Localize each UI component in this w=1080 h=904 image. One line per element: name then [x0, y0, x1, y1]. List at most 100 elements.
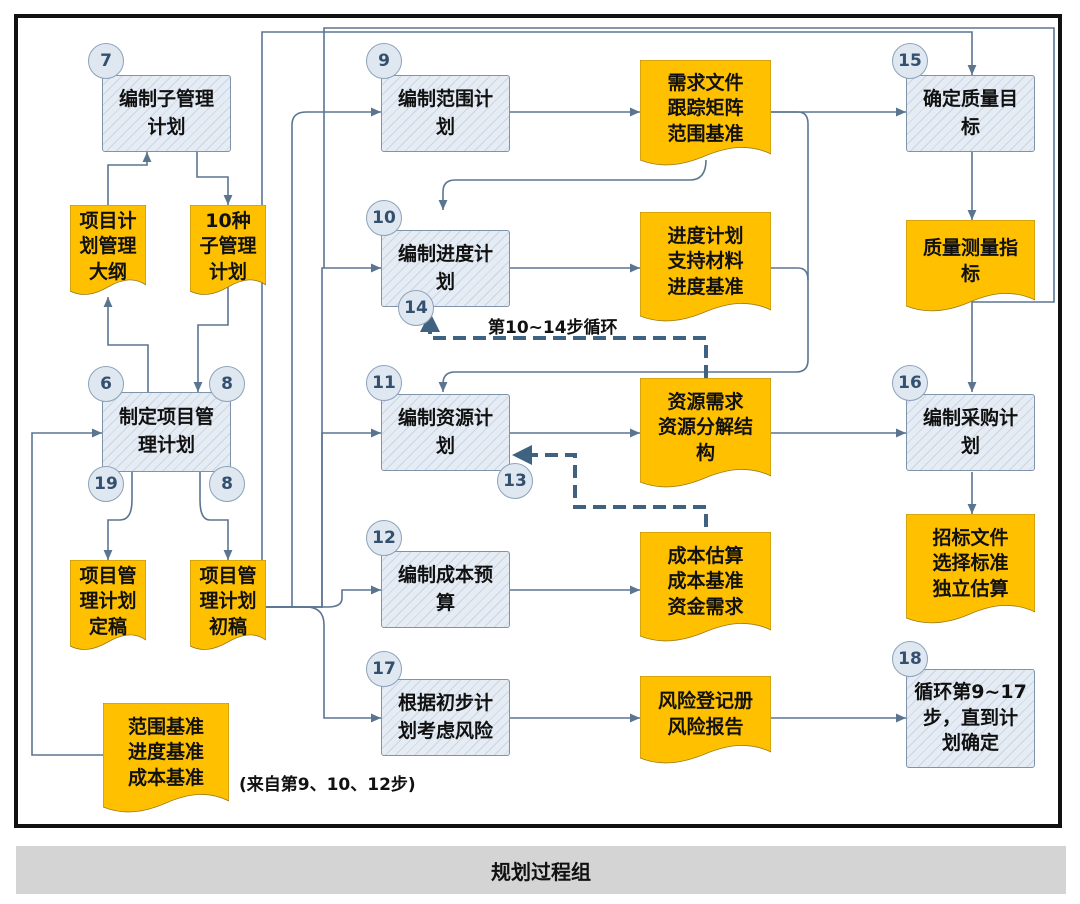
document-procurement-outputs: 招标文件选择标准独立估算	[906, 514, 1035, 626]
process-7-sub-plans: 编制子管理计划	[102, 75, 231, 152]
process-16-line-2: 划	[960, 434, 980, 457]
process-10-line-1: 编制进度计	[397, 242, 493, 265]
document-resource-outputs: 资源需求资源分解结构	[640, 378, 771, 490]
document-scope-outputs: 需求文件跟踪矩阵范围基准	[640, 60, 771, 168]
final-line-1: 项目管	[79, 564, 137, 587]
scope-line-3: 范围基准	[667, 122, 744, 145]
step-badge-13: 13	[497, 463, 533, 499]
procure-line-2: 选择标准	[932, 552, 1009, 575]
step-badge-17: 17	[366, 651, 402, 687]
loop-arrow-cost-to-11	[512, 445, 708, 527]
scope-line-1: 需求文件	[667, 71, 744, 94]
procure-line-1: 招标文件	[932, 526, 1009, 549]
step-badge-16: 16	[892, 365, 928, 401]
process-6-line-1: 制定项目管	[118, 406, 214, 429]
baselines-line-1: 范围基准	[127, 715, 204, 738]
connector-draft-to-17	[262, 606, 381, 723]
process-12-line-2: 算	[435, 591, 455, 614]
loop-label: 第10~14步循环	[488, 318, 618, 338]
connector-6-to-outline	[103, 297, 149, 392]
step-badge-8-bottom: 8	[209, 466, 245, 502]
step-badge-10: 10	[366, 200, 402, 236]
connector-baselines-to-6	[31, 428, 103, 756]
schedule-line-3: 进度基准	[667, 275, 744, 298]
document-baselines: 范围基准进度基准成本基准	[103, 703, 229, 815]
outline-line-2: 划管理	[79, 235, 137, 258]
draft-line-2: 理计划	[199, 590, 257, 613]
outline-line-3: 大纲	[88, 260, 127, 283]
process-16-procurement: 编制采购计划	[906, 394, 1035, 471]
document-quality-metrics: 质量测量指标	[906, 220, 1035, 314]
process-17-risk: 根据初步计划考虑风险	[381, 679, 510, 756]
quality-line-2: 标	[960, 263, 980, 285]
connector-scope-to-11	[438, 111, 809, 392]
connector-schedule-to-11	[771, 267, 809, 281]
process-17-line-1: 根据初步计	[397, 691, 493, 714]
step-badge-18: 18	[892, 641, 928, 677]
process-12-line-1: 编制成本预	[397, 563, 493, 586]
connector-scope-to-10	[438, 159, 707, 210]
connector-draft-to-15	[261, 31, 977, 607]
ten-sub-line-3: 计划	[208, 260, 247, 283]
process-9-line-2: 划	[435, 115, 455, 138]
scope-line-2: 跟踪矩阵	[667, 97, 744, 120]
process-12-cost-budget: 编制成本预算	[381, 551, 510, 628]
process-18-line-3: 划确定	[941, 732, 999, 755]
final-line-3: 定稿	[88, 615, 127, 638]
process-6-line-2: 理计划	[137, 434, 195, 456]
process-7-line-2: 计划	[147, 115, 186, 138]
document-risk-outputs: 风险登记册风险报告	[640, 676, 771, 766]
final-line-2: 理计划	[79, 590, 137, 613]
process-11-line-2: 划	[435, 434, 455, 457]
connector-draft-to-9	[262, 107, 381, 608]
connector-6-to-final	[103, 472, 133, 560]
process-15-line-2: 标	[960, 115, 980, 138]
step-badge-8-top: 8	[209, 366, 245, 402]
connector-draft-to-11	[262, 428, 381, 608]
process-16-line-1: 编制采购计	[922, 406, 1018, 429]
cost-line-2: 成本基准	[667, 570, 744, 593]
process-15-quality-goal: 确定质量目标	[906, 75, 1035, 152]
process-9-scope-plan: 编制范围计划	[381, 75, 510, 152]
process-11-resource-plan: 编制资源计划	[381, 394, 510, 471]
risk-line-1: 风险登记册	[657, 690, 753, 713]
step-badge-12: 12	[366, 520, 402, 556]
diagram-frame	[14, 14, 1062, 828]
schedule-line-2: 支持材料	[667, 250, 744, 273]
draft-line-3: 初稿	[208, 615, 247, 638]
footer-band: 规划过程组	[16, 846, 1066, 894]
baselines-line-2: 进度基准	[127, 741, 204, 764]
step-badge-19: 19	[88, 466, 124, 502]
outline-line-1: 项目计	[79, 209, 137, 232]
process-9-line-1: 编制范围计	[397, 87, 493, 110]
process-18-line-1: 循环第9~17	[914, 681, 1027, 704]
draft-line-1: 项目管	[199, 564, 257, 587]
document-plan-outline: 项目计划管理大纲	[70, 205, 146, 297]
document-plan-draft: 项目管理计划初稿	[190, 560, 266, 652]
step-badge-11: 11	[366, 365, 402, 401]
process-10-schedule-plan: 编制进度计划	[381, 230, 510, 307]
baselines-source-note: (来自第9、10、12步)	[239, 775, 416, 795]
connector-outline-to-7	[107, 152, 152, 212]
step-badge-9: 9	[366, 43, 402, 79]
connector-bus-to-16	[323, 27, 1055, 392]
process-15-line-1: 确定质量目	[922, 87, 1018, 110]
process-17-line-2: 划考虑风险	[397, 719, 493, 742]
document-schedule-outputs: 进度计划支持材料进度基准	[640, 212, 771, 324]
connector-6-to-draft	[199, 472, 233, 560]
step-badge-7: 7	[88, 43, 124, 79]
document-ten-sub-plans: 10种子管理计划	[190, 205, 266, 297]
resource-line-2: 资源分解结	[657, 416, 753, 439]
process-10-line-2: 划	[435, 270, 455, 293]
baselines-line-3: 成本基准	[127, 766, 204, 789]
ten-sub-line-2: 子管理	[199, 235, 257, 258]
process-18-line-2: 步，直到计	[922, 706, 1018, 729]
quality-line-1: 质量测量指	[922, 237, 1018, 260]
cost-line-3: 资金需求	[667, 595, 744, 618]
footer-title: 规划过程组	[491, 859, 591, 884]
process-7-line-1: 编制子管理	[118, 87, 214, 110]
loop-arrow-schedule-to-10	[420, 312, 708, 378]
step-badge-14: 14	[398, 290, 434, 326]
